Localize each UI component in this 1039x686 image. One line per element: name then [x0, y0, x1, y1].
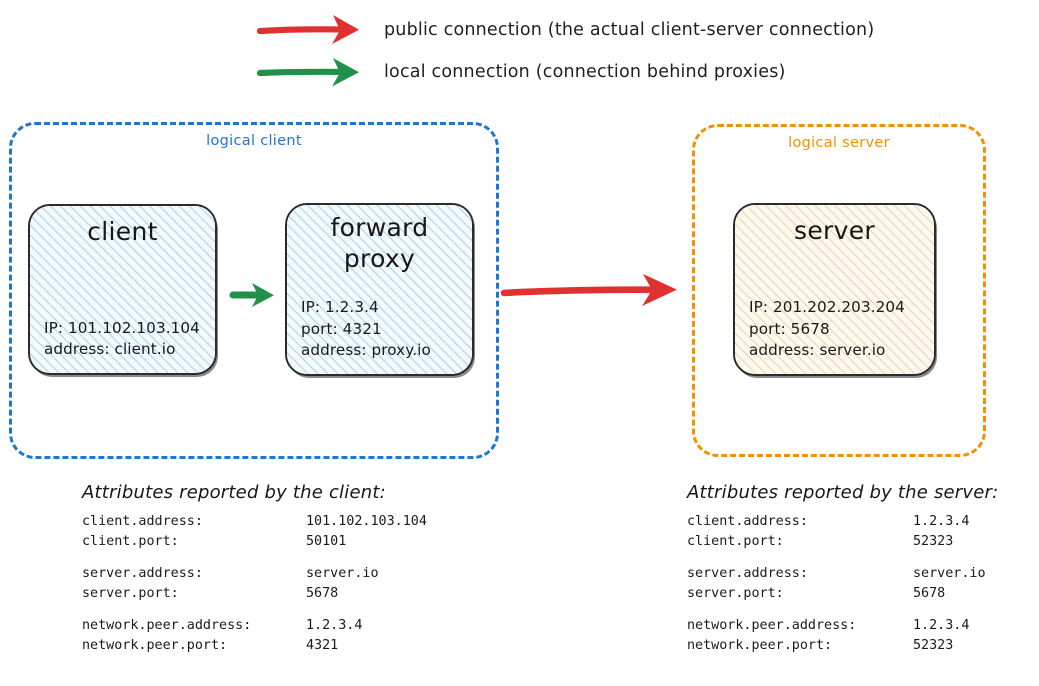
attribute-row-spacer — [82, 603, 427, 616]
attribute-key: network.peer.address: — [82, 618, 252, 633]
attribute-value: 52323 — [913, 637, 954, 653]
attributes-reported-by-server: Attributes reported by the server: clien… — [687, 482, 998, 655]
attribute-value: 1.2.3.4 — [913, 618, 970, 633]
node-server-port: port: 5678 — [749, 319, 830, 338]
attribute-row: client.address: 101.102.103.104 — [82, 512, 427, 532]
attribute-row-spacer — [687, 603, 986, 616]
node-forward-proxy-address: address: proxy.io — [301, 341, 431, 360]
attributes-reported-by-client: Attributes reported by the client: clien… — [82, 482, 427, 655]
node-forward-proxy-port: port: 4321 — [301, 319, 382, 338]
attribute-key: server.address: — [687, 566, 808, 581]
node-server-ip: IP: 201.202.203.204 — [749, 298, 905, 317]
attribute-row: server.port: 5678 — [82, 584, 427, 604]
node-forward-proxy-title-line2: proxy — [343, 243, 416, 273]
arrow-proxy-to-server — [500, 268, 686, 314]
node-server[interactable]: server IP: 201.202.203.204 port: 5678 ad… — [733, 203, 936, 376]
attribute-key: server.address: — [82, 566, 203, 581]
attribute-key: network.peer.port: — [82, 637, 228, 653]
legend: public connection (the actual client-ser… — [0, 0, 1039, 100]
node-client-details: IP: 101.102.103.104 address: client.io — [44, 318, 201, 361]
attribute-key: client.address: — [82, 514, 203, 529]
node-forward-proxy[interactable]: forward proxy IP: 1.2.3.4 port: 4321 add… — [285, 203, 474, 376]
attribute-value: server.io — [306, 566, 379, 581]
attribute-spacer-cell — [82, 603, 427, 616]
attributes-client-title: Attributes reported by the client: — [82, 482, 386, 503]
attribute-value: 4321 — [306, 637, 339, 653]
node-client-address: address: client.io — [44, 340, 176, 359]
attributes-server-title: Attributes reported by the server: — [687, 482, 999, 503]
attribute-row: server.address: server.io — [82, 564, 427, 584]
attribute-value: 50101 — [306, 533, 347, 549]
node-client-title: client — [87, 217, 158, 246]
attribute-row: client.address: 1.2.3.4 — [687, 512, 986, 532]
attribute-key: server.port: — [687, 585, 784, 601]
attribute-row: network.peer.address: 1.2.3.4 — [82, 616, 427, 636]
client-hatch-fill — [30, 206, 215, 373]
attribute-row-spacer — [687, 551, 986, 564]
attribute-value: server.io — [913, 566, 986, 581]
attribute-key: client.port: — [82, 533, 179, 549]
attribute-row: client.port: 52323 — [687, 532, 986, 552]
attribute-value: 1.2.3.4 — [306, 618, 363, 633]
attribute-spacer-cell — [82, 551, 427, 564]
attribute-value: 101.102.103.104 — [306, 514, 427, 529]
node-client[interactable]: client IP: 101.102.103.104 address: clie… — [28, 204, 217, 375]
legend-item-local-connection: local connection (connection behind prox… — [0, 52, 1039, 92]
attribute-key: network.peer.address: — [687, 618, 857, 633]
attribute-row: network.peer.port: 52323 — [687, 636, 986, 656]
logical-client-label: logical client — [206, 133, 302, 149]
logical-server-group: logical server — [692, 124, 986, 457]
attributes-client-table: client.address: 101.102.103.104 client.por… — [82, 512, 427, 655]
attribute-spacer-cell — [687, 551, 986, 564]
red-arrow-icon — [256, 10, 366, 50]
node-server-details: IP: 201.202.203.204 port: 5678 address: … — [749, 297, 920, 362]
node-forward-proxy-details: IP: 1.2.3.4 port: 4321 address: proxy.io — [301, 297, 458, 362]
attribute-row: client.port: 50101 — [82, 532, 427, 552]
attribute-value: 5678 — [913, 585, 946, 601]
node-forward-proxy-title: forward proxy — [331, 213, 429, 274]
attribute-row-spacer — [82, 551, 427, 564]
server-hatch-fill — [735, 205, 934, 374]
legend-item-public-connection: public connection (the actual client-ser… — [0, 10, 1039, 50]
node-forward-proxy-ip: IP: 1.2.3.4 — [301, 298, 379, 317]
attribute-row: server.address: server.io — [687, 564, 986, 584]
attribute-row: network.peer.address: 1.2.3.4 — [687, 616, 986, 636]
logical-client-group: logical client — [9, 122, 499, 459]
node-client-ip: IP: 101.102.103.104 — [44, 318, 200, 337]
logical-server-label: logical server — [788, 135, 890, 151]
attribute-value: 52323 — [913, 533, 954, 549]
forward-proxy-hatch-fill — [287, 205, 472, 374]
attribute-key: client.port: — [687, 533, 784, 549]
attribute-value: 5678 — [306, 585, 339, 601]
node-server-address: address: server.io — [749, 341, 886, 360]
attribute-row: server.port: 5678 — [687, 584, 986, 604]
attribute-value: 1.2.3.4 — [913, 514, 970, 529]
attribute-key: network.peer.port: — [687, 637, 833, 653]
legend-label-public-connection: public connection (the actual client-ser… — [384, 20, 875, 40]
attribute-row: network.peer.port: 4321 — [82, 636, 427, 656]
legend-label-local-connection: local connection (connection behind prox… — [384, 62, 786, 82]
attribute-key: client.address: — [687, 514, 808, 529]
attribute-spacer-cell — [687, 603, 986, 616]
node-server-title: server — [794, 216, 875, 245]
node-forward-proxy-title-line1: forward — [330, 213, 429, 242]
green-arrow-icon — [256, 52, 366, 92]
arrow-client-to-proxy — [229, 276, 282, 314]
attribute-key: server.port: — [82, 585, 179, 601]
attributes-client-rows: client.address: 101.102.103.104 client.por… — [82, 512, 427, 655]
